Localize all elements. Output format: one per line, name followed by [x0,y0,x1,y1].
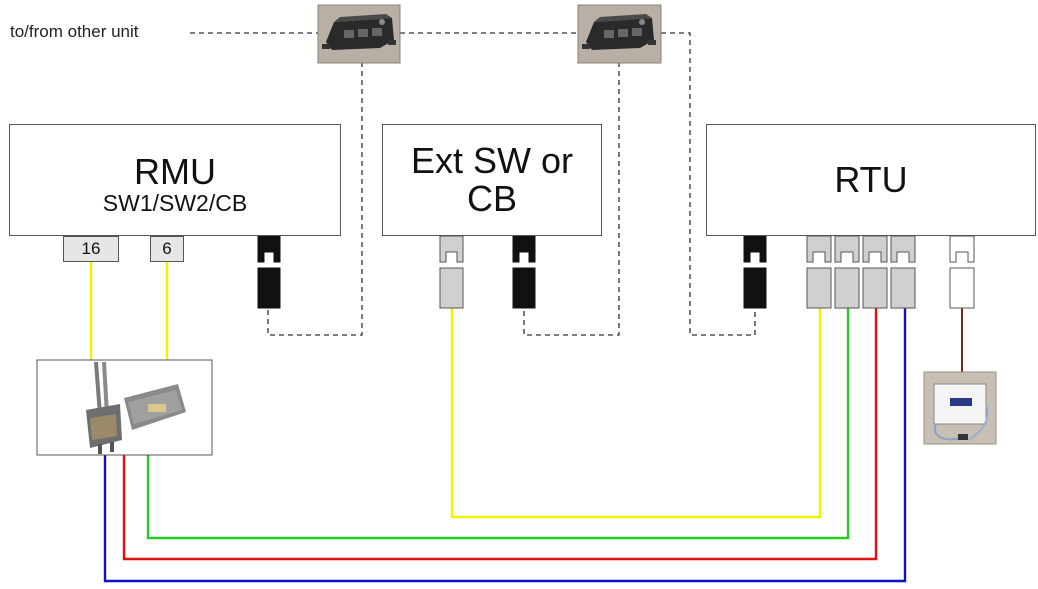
gray-connector-top [890,235,916,263]
green-cable [146,308,850,540]
network-switch-icon [577,4,662,64]
ext-sw-box: Ext SW or CB [382,124,602,236]
fiber-terminal-box-icon [923,371,997,445]
network-switch-icon [317,4,401,64]
rmu-port-6: 6 [150,236,184,262]
black-connector-plug [257,267,281,309]
gray-connector-plug [890,267,916,309]
gray-connector-top [862,235,888,263]
rtu-box: RTU [706,124,1036,236]
gray-connector-plug [439,267,464,309]
black-connector-plug [743,267,767,309]
gray-connector-top [439,235,464,263]
gray-connector-top [834,235,860,263]
blue-cable [103,308,907,583]
black-connector-top [743,235,767,263]
ext-sw-title-line1: Ext SW or [410,140,574,182]
rmu-title: RMU [134,151,216,193]
gray-connector-plug [834,267,860,309]
gray-connector-plug [862,267,888,309]
black-connector-plug [512,267,536,309]
dashed-link-switch2-ext [523,62,620,336]
ext-sw-title-line2: CB [466,178,517,219]
gray-connector-top [806,235,832,263]
dashed-link-switch1-rmu [267,62,363,336]
rmu-port-16: 16 [63,236,119,262]
black-connector-top [512,235,536,263]
yellow-cable-ext-rtu [450,308,822,519]
rtu-title: RTU [834,159,908,201]
rmu-box: RMU SW1/SW2/CB [9,124,341,236]
rmu-subtitle: SW1/SW2/CB [102,190,248,217]
white-connector-plug [949,267,975,309]
white-connector-top [949,235,975,263]
red-cable [122,308,878,561]
black-connector-top [257,235,281,263]
junction-box-icon [36,359,213,456]
gray-connector-plug [806,267,832,309]
dashed-link-switch2-rtu [661,32,756,336]
external-link-label: to/from other unit [10,22,139,41]
